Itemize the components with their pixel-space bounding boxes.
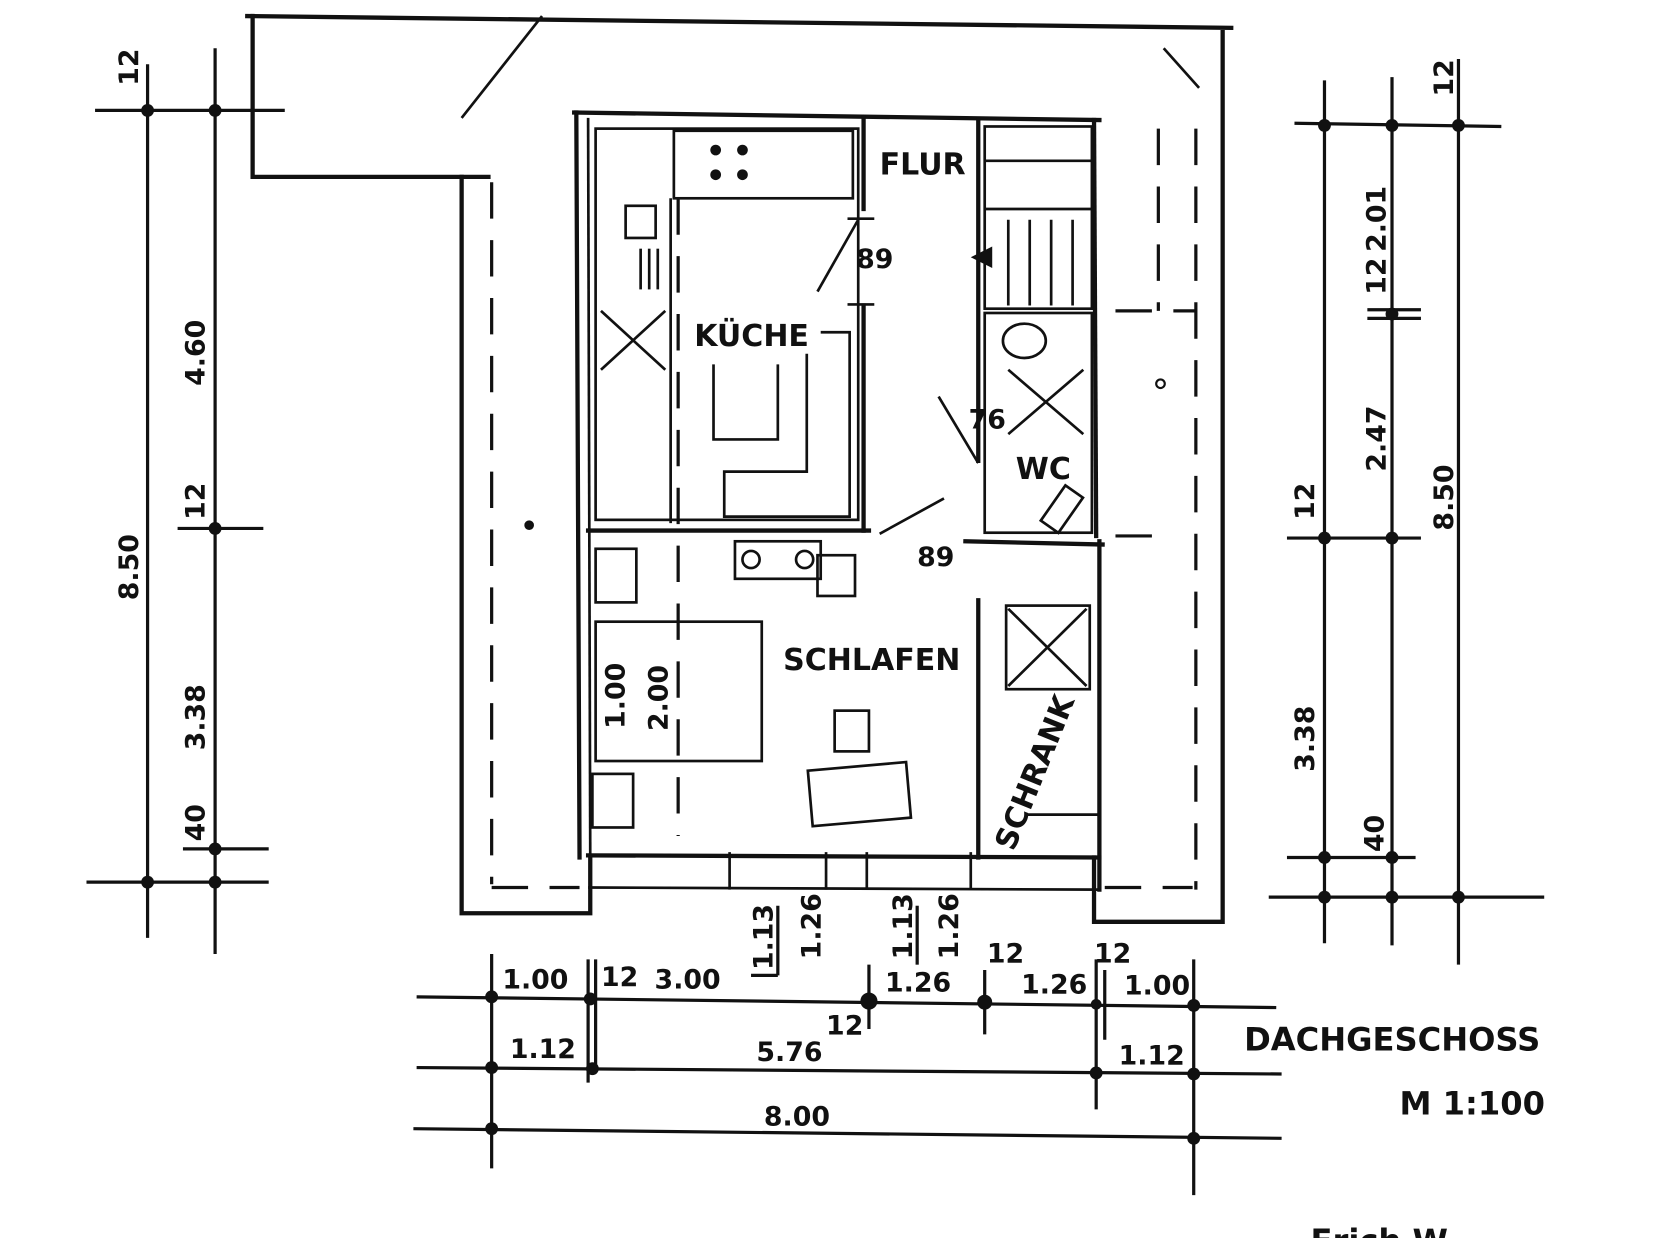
- dim-right-stair-wall: 12: [1362, 257, 1393, 294]
- dimension-lines-bottom: [413, 905, 1282, 1196]
- signature-partial: Erich W: [1311, 1222, 1448, 1238]
- dim-bottom-segment-300: 3.00: [655, 964, 721, 995]
- walls: [572, 110, 1105, 892]
- dim-right-upper: 2.01: [1362, 186, 1393, 252]
- room-label-schlafen: SCHLAFEN: [783, 643, 960, 678]
- knee-wall-lines: [490, 128, 1198, 890]
- dim-right-middle: 2.47: [1362, 406, 1393, 472]
- dim-bottom-total: 8.00: [764, 1101, 830, 1132]
- bed-width: 1.00: [601, 663, 632, 729]
- dim-bottom-wall-1: 12: [601, 962, 638, 993]
- door-width-kitchen: 89: [856, 244, 893, 275]
- stair-arrow-icon: [970, 246, 993, 268]
- dim-right-top-wall: 12: [1429, 59, 1460, 96]
- dimension-lines-right: [1268, 58, 1545, 965]
- dim-window1-width: 1.26: [797, 893, 828, 959]
- dim-right-lower: 3.38: [1290, 706, 1321, 772]
- dim-bottom-wall-12: 12: [826, 1010, 863, 1041]
- kitchen-fixtures: [594, 127, 875, 524]
- plan-title: DACHGESCHOSS: [1244, 1020, 1540, 1058]
- dim-bottom-wall-3: 12: [1094, 939, 1131, 970]
- dim-bottom-wall-2: 12: [987, 939, 1024, 970]
- dim-left-mid-wall: 12: [180, 483, 211, 520]
- dim-left-total: 8.50: [114, 534, 145, 600]
- dim-right-total: 8.50: [1429, 464, 1460, 530]
- room-label-schrank: SCHRANK: [989, 689, 1083, 855]
- dim-window2-height: 1.13: [888, 893, 919, 959]
- dim-right-bottom: 40: [1359, 815, 1390, 852]
- dim-bottom-inner-576: 5.76: [756, 1037, 822, 1068]
- door-width-wc: 76: [969, 405, 1006, 436]
- dim-left-upper: 4.60: [180, 320, 211, 386]
- dim-bottom-right-112: 1.12: [1119, 1040, 1185, 1071]
- dim-left-lower: 3.38: [180, 684, 211, 750]
- bed: [594, 620, 764, 763]
- plan-scale: M 1:100: [1400, 1085, 1545, 1123]
- dim-window1-height: 1.13: [748, 904, 779, 970]
- bed-length: 2.00: [643, 665, 674, 731]
- staircase: [970, 125, 1094, 311]
- dim-bottom-left-112: 1.12: [510, 1034, 576, 1065]
- dim-bottom-window1: 1.26: [885, 967, 951, 998]
- dim-bottom-left-overhang: 1.00: [502, 964, 568, 995]
- dim-left-top-wall: 12: [114, 48, 145, 85]
- room-label-kueche: KÜCHE: [694, 317, 809, 354]
- dim-bottom-window2: 1.26: [1021, 970, 1087, 1001]
- room-label-flur: FLUR: [880, 148, 966, 183]
- bedroom-fixtures: [591, 539, 1100, 829]
- dim-left-bottom: 40: [180, 804, 211, 841]
- dim-bottom-right-overhang: 1.00: [1124, 971, 1190, 1002]
- wc-fixtures: [879, 311, 1094, 535]
- dimension-lines-left: [86, 48, 285, 954]
- dim-window2-width: 1.26: [934, 893, 965, 959]
- room-label-wc: WC: [1016, 452, 1071, 487]
- dim-right-mid-wall: 12: [1290, 483, 1321, 520]
- door-width-bedroom: 89: [917, 542, 954, 573]
